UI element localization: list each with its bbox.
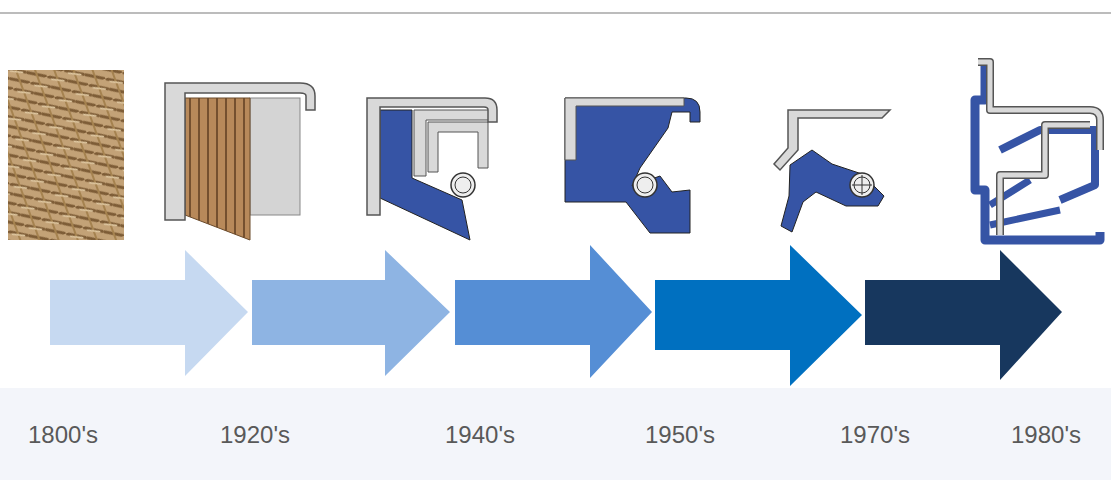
top-rule: [0, 12, 1111, 14]
year-label: 1950's: [645, 421, 715, 449]
bonded-seal-1950: [565, 98, 700, 233]
year-label: 1970's: [840, 421, 910, 449]
lip-seal-1970: [774, 110, 890, 232]
spring-seal-1940: [367, 98, 497, 240]
felt-seal: [165, 83, 315, 240]
year-label: 1920's: [220, 421, 290, 449]
rope-packing: [8, 70, 124, 240]
year-label: 1800's: [28, 421, 98, 449]
timeline-arrows: [50, 245, 1062, 386]
year-label: 1940's: [445, 421, 515, 449]
timeline-band: 1800's 1920's 1940's 1950's 1970's 1980's: [0, 388, 1111, 480]
cassette-seal-1980: [975, 62, 1100, 240]
year-label: 1980's: [1011, 421, 1081, 449]
